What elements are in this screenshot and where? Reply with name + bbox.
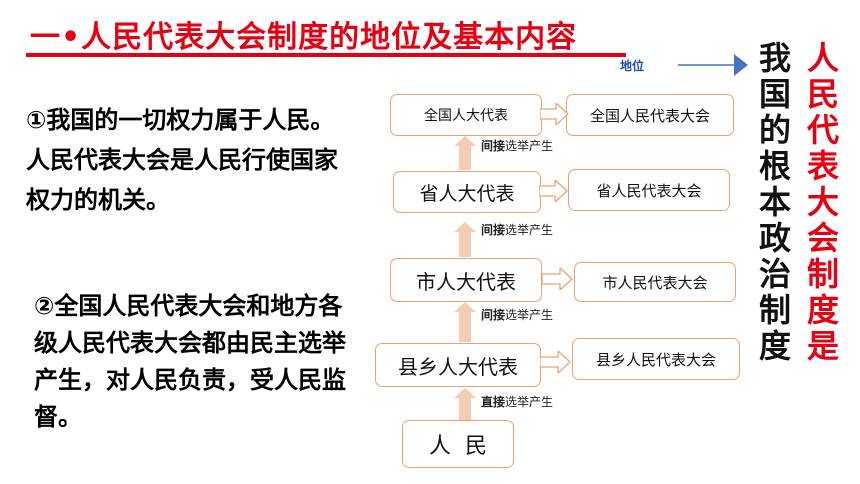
right-arrow-icon — [678, 54, 748, 76]
election-label-3: 间接选举产生 — [481, 308, 554, 322]
up-arrow-stem — [459, 312, 471, 342]
title-underline — [26, 53, 626, 57]
congress-box-province: 省人民代表大会 — [568, 169, 730, 211]
congress-box-city: 市人民代表大会 — [574, 262, 736, 302]
up-arrow-stem — [459, 232, 471, 257]
right-arrow-icon — [540, 351, 571, 373]
up-arrow-icon — [454, 302, 476, 312]
election-label-2: 间接选举产生 — [481, 223, 554, 237]
position-label: 地位 — [620, 59, 645, 73]
paragraph-2: ②全国人民代表大会和地方各级人民代表大会都由民主选举产生，对人民负责，受人民监督… — [34, 292, 346, 431]
up-arrow-icon — [454, 136, 476, 146]
election-label-4: 直接选举产生 — [481, 395, 554, 409]
deputy-box-national: 全国人大代表 — [390, 94, 542, 136]
deputy-box-county: 县乡人大代表 — [375, 343, 541, 387]
congress-box-national: 全国人民代表大会 — [566, 94, 734, 136]
paragraph-1: ①我国的一切权力属于人民。人民代表大会是人民行使国家权力的机关。 — [26, 106, 338, 214]
people-box: 人 民 — [402, 420, 514, 468]
up-arrow-icon — [454, 388, 476, 398]
right-arrow-icon — [542, 268, 573, 290]
vertical-statement-black: 我国的根本政治制度 — [758, 39, 791, 365]
election-label-1: 间接选举产生 — [481, 139, 554, 153]
right-arrow-icon — [539, 180, 568, 202]
congress-box-county: 县乡人民代表大会 — [572, 338, 740, 380]
vertical-statement-red: 人民代表大会制度是 — [806, 39, 839, 365]
up-arrow-icon — [454, 222, 476, 232]
up-arrow-stem — [459, 146, 471, 170]
up-arrow-stem — [459, 398, 471, 420]
deputy-box-city: 市人大代表 — [390, 258, 542, 302]
page-title: 一•人民代表大会制度的地位及基本内容 — [30, 20, 578, 55]
deputy-box-province: 省人大代表 — [393, 171, 541, 213]
right-arrow-icon — [540, 103, 569, 125]
